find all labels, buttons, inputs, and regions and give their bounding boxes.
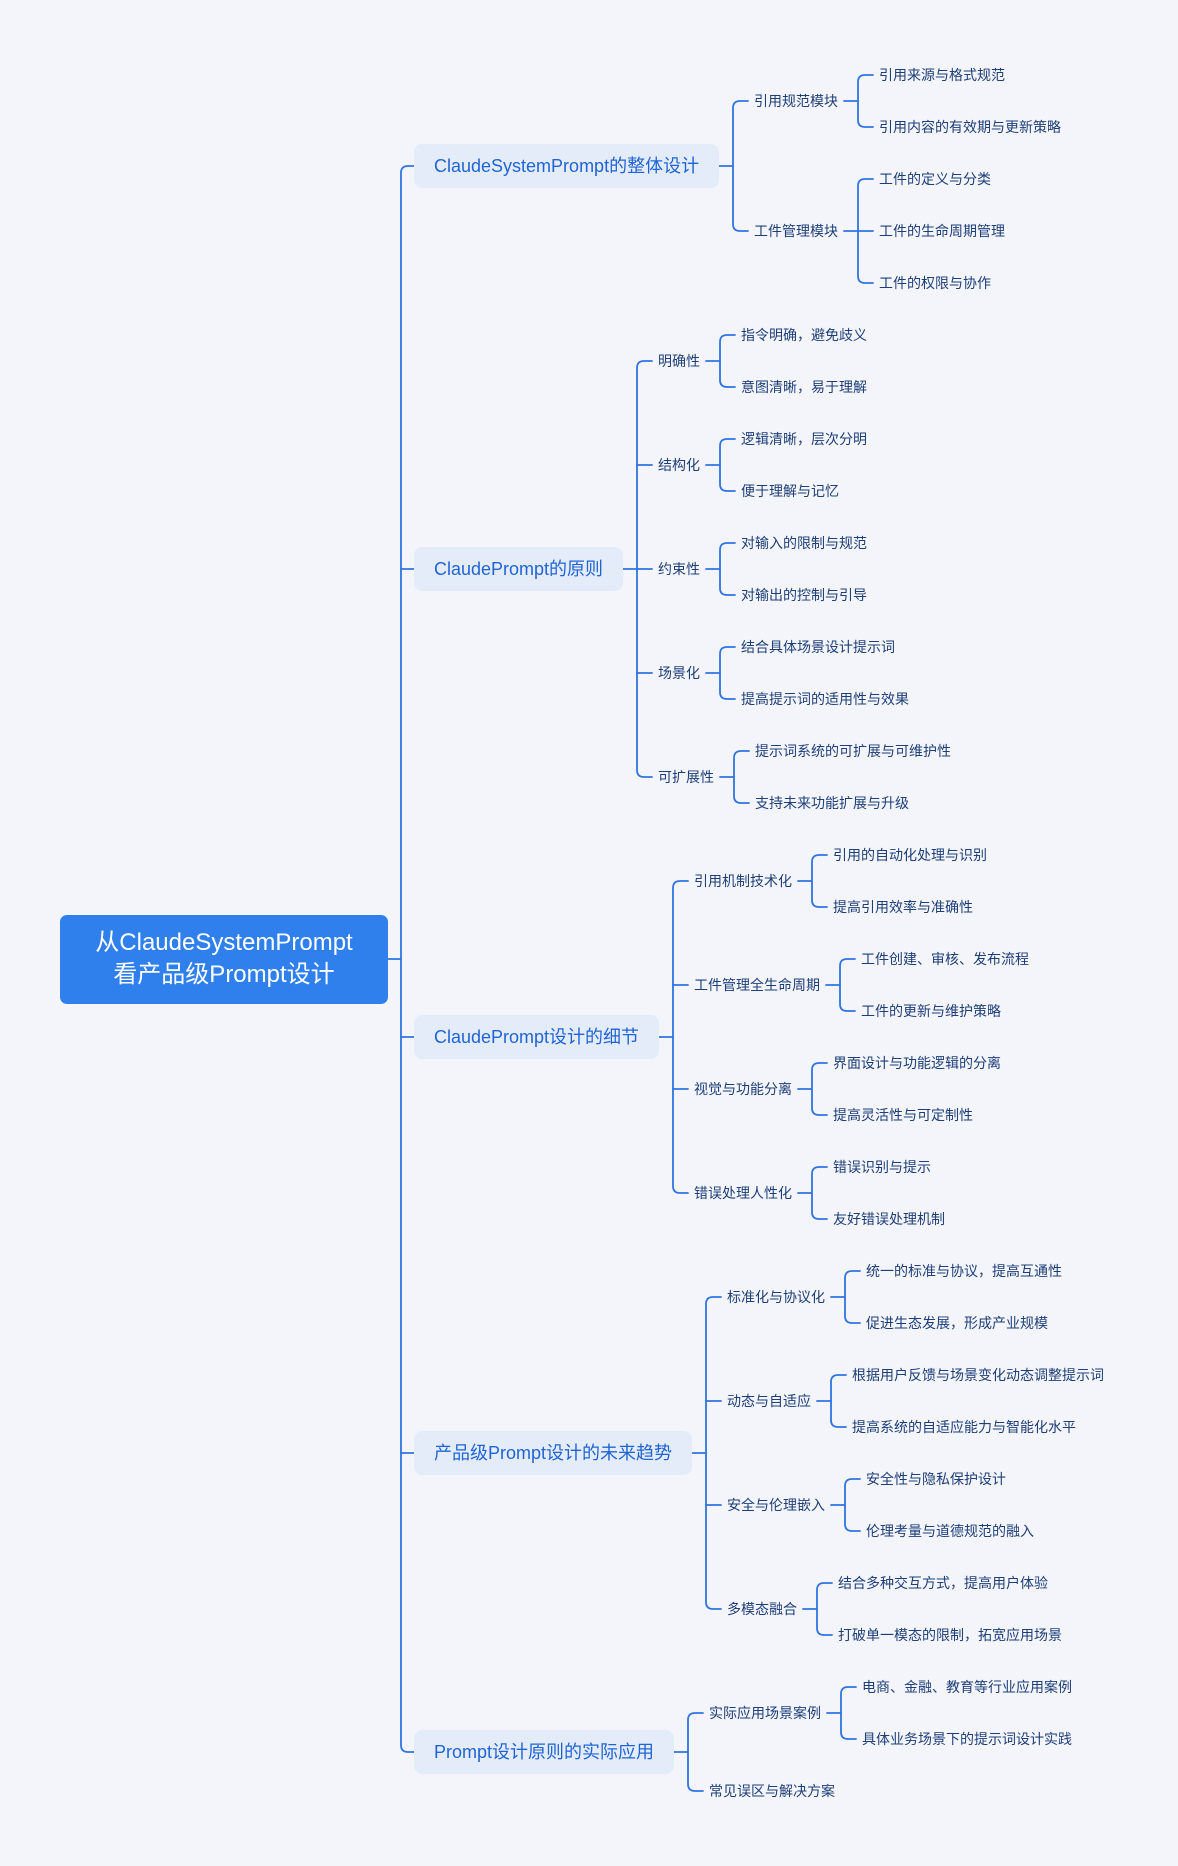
leaf-topic: 提高引用效率与准确性 (833, 899, 973, 915)
connector-line (839, 958, 856, 1012)
leaf-topic: 引用来源与格式规范 (879, 67, 1005, 83)
main-topic: 产品级Prompt设计的未来趋势 (414, 1431, 693, 1475)
connector-line (811, 854, 828, 908)
leaf-topic: 对输出的控制与引导 (741, 587, 867, 603)
leaf-topic: 工件的更新与维护策略 (861, 1003, 1001, 1019)
leaf-topic: 工件的生命周期管理 (879, 223, 1005, 239)
connector-line (840, 1686, 857, 1740)
leaf-topic: 意图清晰，易于理解 (741, 379, 867, 395)
connector-line (672, 880, 689, 1194)
subtopic: 动态与自适应 (727, 1393, 811, 1409)
connector-line (400, 165, 415, 1753)
leaf-topic: 工件的定义与分类 (879, 171, 991, 187)
subtopic: 结构化 (658, 457, 700, 473)
main-topic: ClaudeSystemPrompt的整体设计 (414, 144, 720, 188)
subtopic: 场景化 (658, 665, 700, 681)
subtopic: 常见误区与解决方案 (709, 1783, 835, 1799)
subtopic: 引用规范模块 (754, 93, 838, 109)
leaf-topic: 提高系统的自适应能力与智能化水平 (852, 1419, 1076, 1435)
subtopic: 约束性 (658, 561, 700, 577)
main-topic: ClaudePrompt的原则 (414, 547, 624, 591)
connector-line (816, 1582, 833, 1636)
connector-line (719, 646, 736, 700)
leaf-topic: 指令明确，避免歧义 (741, 327, 867, 343)
leaf-topic: 提示词系统的可扩展与可维护性 (755, 743, 951, 759)
subtopic: 多模态融合 (727, 1601, 797, 1617)
subtopic: 视觉与功能分离 (694, 1081, 792, 1097)
subtopic: 工件管理全生命周期 (694, 977, 820, 993)
leaf-topic: 引用的自动化处理与识别 (833, 847, 987, 863)
leaf-topic: 工件的权限与协作 (879, 275, 991, 291)
connector-line (719, 334, 736, 388)
leaf-topic: 伦理考量与道德规范的融入 (866, 1523, 1034, 1539)
subtopic: 标准化与协议化 (727, 1289, 825, 1305)
subtopic: 明确性 (658, 353, 700, 369)
leaf-topic: 结合具体场景设计提示词 (741, 639, 895, 655)
main-topic: ClaudePrompt设计的细节 (414, 1015, 660, 1059)
leaf-topic: 提高提示词的适用性与效果 (741, 691, 909, 707)
connector-line (811, 1062, 828, 1116)
leaf-topic: 支持未来功能扩展与升级 (755, 795, 909, 811)
connector-line (687, 1712, 704, 1792)
connector-line (811, 1166, 828, 1220)
connector-line (844, 1270, 861, 1324)
leaf-topic: 促进生态发展，形成产业规模 (866, 1315, 1048, 1331)
connector-line (732, 100, 749, 232)
leaf-topic: 便于理解与记忆 (741, 483, 839, 499)
leaf-topic: 工件创建、审核、发布流程 (861, 951, 1029, 967)
leaf-topic: 界面设计与功能逻辑的分离 (833, 1055, 1001, 1071)
root-topic-line: 看产品级Prompt设计 (113, 961, 335, 988)
subtopic: 安全与伦理嵌入 (727, 1497, 825, 1513)
leaf-topic: 逻辑清晰，层次分明 (741, 431, 867, 447)
subtopic: 引用机制技术化 (694, 873, 792, 889)
leaf-topic: 安全性与隐私保护设计 (866, 1471, 1006, 1487)
connector-line (830, 1374, 847, 1428)
subtopic: 可扩展性 (658, 769, 714, 785)
leaf-topic: 具体业务场景下的提示词设计实践 (862, 1731, 1072, 1747)
leaf-topic: 提高灵活性与可定制性 (833, 1107, 973, 1123)
connector-line (857, 74, 874, 128)
root-topic: 从ClaudeSystemPrompt 看产品级Prompt设计 (60, 914, 388, 1004)
leaf-topic: 根据用户反馈与场景变化动态调整提示词 (852, 1367, 1104, 1383)
leaf-topic: 电商、金融、教育等行业应用案例 (862, 1679, 1072, 1695)
leaf-topic: 对输入的限制与规范 (741, 535, 867, 551)
connector-line (844, 1478, 861, 1532)
connector-line (719, 542, 736, 596)
leaf-topic: 友好错误处理机制 (833, 1211, 945, 1227)
leaf-topic: 统一的标准与协议，提高互通性 (866, 1263, 1062, 1279)
root-topic-line: 从ClaudeSystemPrompt (95, 929, 353, 956)
leaf-topic: 打破单一模态的限制，拓宽应用场景 (838, 1627, 1062, 1643)
subtopic: 错误处理人性化 (694, 1185, 792, 1201)
connector-line (719, 438, 736, 492)
connector-line (705, 1296, 722, 1610)
subtopic: 实际应用场景案例 (709, 1705, 821, 1721)
leaf-topic: 引用内容的有效期与更新策略 (879, 119, 1061, 135)
connector-line (733, 750, 750, 804)
leaf-topic: 错误识别与提示 (833, 1159, 931, 1175)
subtopic: 工件管理模块 (754, 223, 838, 239)
leaf-topic: 结合多种交互方式，提高用户体验 (838, 1575, 1048, 1591)
main-topic: Prompt设计原则的实际应用 (414, 1730, 675, 1774)
